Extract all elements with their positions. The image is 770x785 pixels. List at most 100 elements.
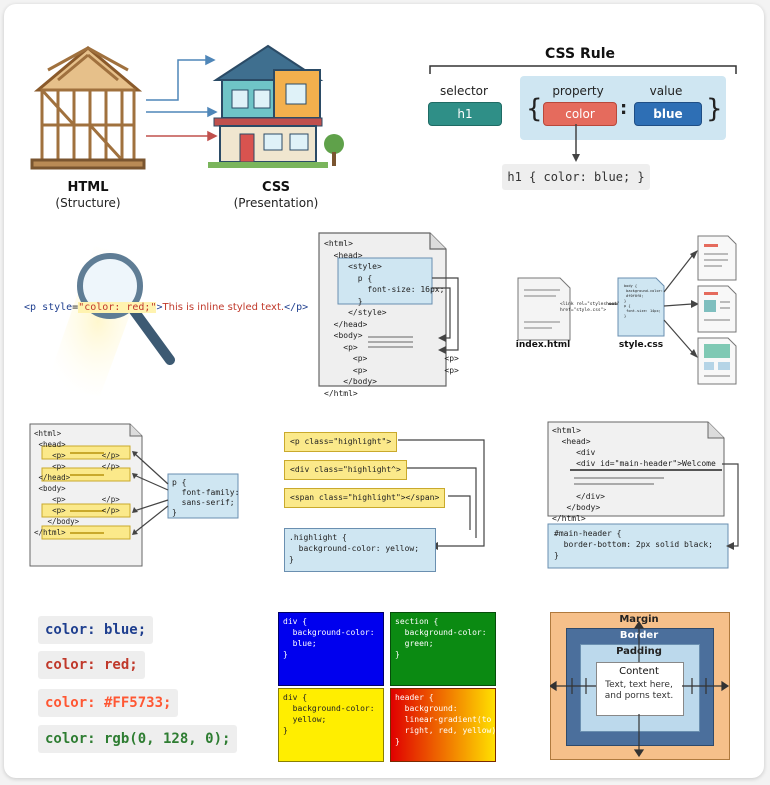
code-line: body { xyxy=(624,284,637,288)
id-css-rule: #main-header { border-bottom: 2px solid … xyxy=(554,528,713,561)
content-text: Text, text here,and porns text. xyxy=(596,680,682,702)
inline-tag-open: <p xyxy=(24,302,43,313)
code-line: <div xyxy=(576,448,596,457)
code-line: </p> xyxy=(101,495,120,504)
code-line: } xyxy=(172,508,177,517)
content-line: Text, text here, xyxy=(605,680,673,690)
class-item-span: <span class="highlight"></span> xyxy=(284,488,446,508)
code-line: <p> xyxy=(343,342,358,352)
code-line: <html> xyxy=(34,429,62,438)
class-item-p: <p class="highlight"> xyxy=(284,432,398,452)
code-line: yellow; xyxy=(292,715,327,724)
code-line: </html> xyxy=(552,514,586,523)
code-line: </p> xyxy=(101,506,120,515)
code-line: } xyxy=(554,551,559,560)
code-line: div { xyxy=(283,693,308,702)
code-line: </div> xyxy=(576,492,605,501)
frame-house-icon xyxy=(30,46,146,170)
code-line: <html> xyxy=(324,239,353,248)
internal-arrows xyxy=(432,277,459,354)
link-code: <link rel="stylesheet" href="style.css"> xyxy=(560,302,620,314)
code-line: <html> xyxy=(552,426,581,435)
code-line: </html> xyxy=(324,388,358,398)
internal-doc xyxy=(318,232,447,387)
down-arrow xyxy=(572,124,580,162)
code-line: font-size: 16px; xyxy=(367,285,445,294)
code-line: <body> xyxy=(38,484,66,493)
code-line: <p> xyxy=(52,495,66,504)
html-label: HTML xyxy=(67,180,109,195)
code-line: background-color: xyxy=(626,289,663,293)
bg-yellow-box: div { background-color: yellow; } xyxy=(278,688,384,762)
code-line: .highlight { xyxy=(289,533,347,542)
arrows xyxy=(146,54,218,118)
code-line: </head> xyxy=(333,319,368,329)
code-line: <p> xyxy=(52,451,66,460)
code-line: #main-header { xyxy=(554,529,622,538)
inline-eq: = xyxy=(72,302,79,313)
code-line: </body> xyxy=(47,517,80,526)
selector-label: selector xyxy=(440,84,488,98)
code-line: <style> xyxy=(348,262,382,271)
css-label: CSS xyxy=(262,180,290,195)
code-line: <p> xyxy=(444,365,459,375)
colon: : xyxy=(620,98,628,119)
code-line: p { xyxy=(624,304,631,308)
inline-value: "color: red;" xyxy=(78,302,157,313)
close-brace: } xyxy=(706,94,723,124)
element-css-rule: p { font-family: sans-serif; } xyxy=(172,478,239,518)
code-line: background: xyxy=(404,704,458,713)
code-line: blue; xyxy=(292,639,317,648)
code-line: #f0f0f0; xyxy=(626,294,644,298)
code-line: p { xyxy=(172,478,187,487)
code-line: <body> xyxy=(333,331,363,340)
content-line: and porns text. xyxy=(604,691,674,701)
html-sub-label: (Structure) xyxy=(55,196,121,210)
css-code: body { background-color: #f0f0f0; } p { … xyxy=(624,284,663,319)
css-rule-example: h1 { color: blue; } xyxy=(502,164,650,190)
css-rule-title: CSS Rule xyxy=(545,46,615,62)
code-line: } xyxy=(395,737,400,746)
bg-gradient-box: header { background: linear-gradient(to … xyxy=(390,688,501,762)
value-chip: blue xyxy=(634,102,702,126)
code-line: <p> xyxy=(52,462,66,471)
id-html-code: <html> <head> <div <div id="main-header"… xyxy=(552,425,716,524)
page-icon xyxy=(697,235,737,281)
code-line: <link rel="stylesheet" xyxy=(560,302,620,307)
element-selector-diagram xyxy=(29,423,239,567)
magnifier-illustration xyxy=(46,246,175,396)
css-sub-label: (Presentation) xyxy=(233,196,319,210)
index-html-label: index.html xyxy=(515,340,571,350)
style-css-label: style.css xyxy=(618,340,664,350)
style-css-icon xyxy=(617,277,665,337)
code-line: </style> xyxy=(348,308,387,317)
index-html-icon xyxy=(517,277,571,341)
inline-text: This is inline styled text. xyxy=(162,302,285,313)
inline-attr: style xyxy=(42,302,73,313)
internal-code: <html> <head> <style> p { font-size: 16p… xyxy=(324,238,459,399)
id-selector-diagram xyxy=(547,421,739,569)
code-line: </head> xyxy=(38,473,71,482)
property-label: property xyxy=(552,84,604,98)
code-line: <p> xyxy=(52,506,66,515)
code-line: <head> xyxy=(333,250,363,260)
bg-blue-box: div { background-color: blue; } xyxy=(278,612,384,686)
color-hex-item: color: #FF5733; xyxy=(38,689,179,717)
code-line: </body> xyxy=(566,503,601,512)
external-illustration xyxy=(517,235,737,385)
code-line: } xyxy=(395,650,400,659)
houses-illustration xyxy=(30,44,344,170)
code-line: div { xyxy=(283,617,308,626)
element-html-code: <html> <head> <p> </p> <p> </p> </head> … xyxy=(34,428,120,538)
code-line: <head> xyxy=(561,437,591,446)
code-line: font-family: xyxy=(181,488,240,497)
class-item-div: <div class="highlight^> xyxy=(284,460,407,480)
page-icon xyxy=(697,285,737,333)
magnifier-icon xyxy=(77,253,143,319)
code-line: } xyxy=(624,299,627,303)
code-line: p { xyxy=(357,273,373,283)
code-line: </body> xyxy=(343,377,377,386)
inline-gt: > xyxy=(156,302,163,313)
code-line: <div id="main-header">Welcome xyxy=(576,459,716,468)
bg-green-box: section { background-color: green; } xyxy=(390,612,496,686)
